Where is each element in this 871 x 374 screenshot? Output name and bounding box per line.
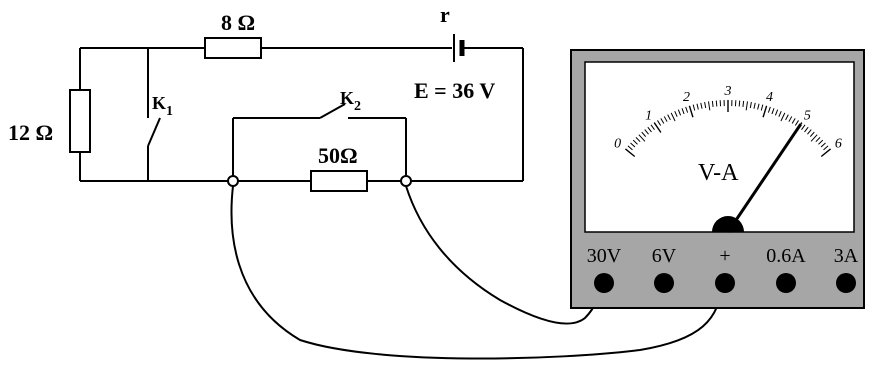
resistor-12-ohm [70,90,90,152]
scale-number-4: 4 [766,90,773,105]
terminal-3a[interactable] [836,273,856,293]
scale-tick [712,101,713,107]
scale-number-0: 0 [614,137,621,152]
terminal-label-6v: 6V [652,245,677,267]
meter-label: V-A [698,160,739,186]
resistor-8-ohm [205,38,261,58]
scale-number-2: 2 [683,90,690,105]
label-8-ohm: 8 Ω [221,10,255,35]
terminal-plus[interactable] [715,273,735,293]
terminal-label-plus: + [719,245,730,267]
terminal-label-30v: 30V [587,245,622,267]
resistor-50-ohm [311,171,367,191]
junction-right [401,176,411,186]
scale-number-3: 3 [724,84,732,99]
scale-number-1: 1 [645,108,652,123]
scale-number-5: 5 [804,108,811,123]
label-k2: K2 [340,88,361,114]
label-k1: K1 [152,93,173,119]
label-battery-r: r [440,2,450,27]
terminal-0-6a[interactable] [776,273,796,293]
terminal-30v[interactable] [594,273,614,293]
scale-tick [716,101,717,107]
terminal-6v[interactable] [654,273,674,293]
meter-face [585,62,854,232]
junction-left [228,176,238,186]
label-emf: E = 36 V [414,78,495,103]
terminal-label-3a: 3A [834,245,859,267]
scale-tick [739,101,740,107]
scale-tick [743,101,744,107]
meter: 0 1 2 3 4 5 6 V-A 30V 6V + 0.6A 3A [571,50,864,308]
k1-blade [148,118,160,146]
scale-number-6: 6 [835,137,842,152]
label-50-ohm: 50Ω [318,143,358,168]
label-12-ohm: 12 Ω [8,120,53,145]
terminal-label-0-6a: 0.6A [766,245,806,267]
